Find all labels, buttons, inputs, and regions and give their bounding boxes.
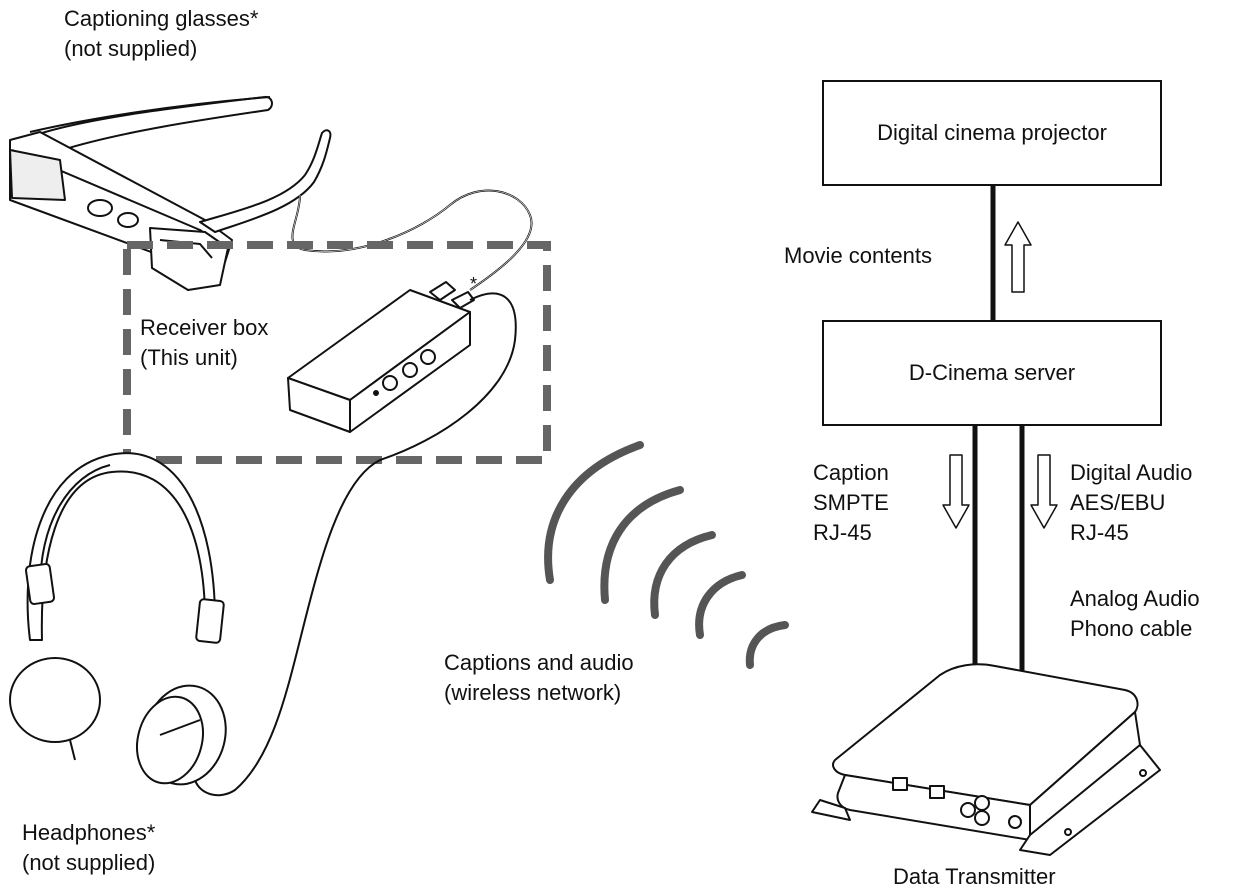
connector-asterisk: * bbox=[470, 274, 477, 294]
movie-contents-label: Movie contents bbox=[784, 243, 932, 268]
digital-audio-arrow-icon bbox=[1030, 454, 1058, 529]
captioning-glasses-note: (not supplied) bbox=[64, 36, 198, 61]
projector-box: Digital cinema projector bbox=[822, 80, 1162, 186]
server-label: D-Cinema server bbox=[908, 360, 1076, 385]
connection-lines bbox=[972, 185, 1025, 695]
receiver-box-icon bbox=[287, 281, 475, 433]
analog-audio-label: Analog Audio Phono cable bbox=[1070, 584, 1200, 644]
wireless-note: (wireless network) bbox=[444, 680, 622, 705]
digital-audio-line-1: Digital Audio bbox=[1070, 460, 1193, 485]
caption-label: Caption SMPTE RJ-45 bbox=[813, 458, 889, 548]
digital-audio-line-2: AES/EBU bbox=[1070, 490, 1166, 515]
wireless-title: Captions and audio bbox=[444, 650, 634, 675]
glasses-cable bbox=[291, 189, 533, 291]
receiver-dashed-outline bbox=[123, 241, 551, 464]
analog-audio-line-1: Analog Audio bbox=[1070, 586, 1200, 611]
receiver-box-label: Receiver box (This unit) bbox=[140, 313, 268, 373]
receiver-box-title: Receiver box bbox=[140, 315, 269, 340]
wireless-waves-icon bbox=[544, 441, 789, 669]
caption-line-2: SMPTE bbox=[813, 490, 889, 515]
data-transmitter-icon bbox=[811, 663, 1161, 856]
movie-contents-arrow-icon bbox=[1004, 221, 1032, 293]
captioning-glasses-title: Captioning glasses* bbox=[64, 6, 259, 31]
headphones-note: (not supplied) bbox=[22, 850, 156, 875]
headphones-title: Headphones* bbox=[22, 820, 156, 845]
captioning-glasses-icon bbox=[9, 95, 332, 291]
caption-line-1: Caption bbox=[813, 460, 889, 485]
headphones-label: Headphones* (not supplied) bbox=[22, 818, 155, 878]
receiver-box-note: (This unit) bbox=[140, 345, 238, 370]
captioning-glasses-label: Captioning glasses* (not supplied) bbox=[64, 4, 258, 64]
digital-audio-line-3: RJ-45 bbox=[1070, 520, 1129, 545]
projector-label: Digital cinema projector bbox=[877, 120, 1107, 145]
headphone-cable bbox=[194, 292, 517, 797]
wireless-label: Captions and audio (wireless network) bbox=[444, 648, 634, 708]
caption-arrow-icon bbox=[942, 454, 970, 529]
data-transmitter-label: Data Transmitter bbox=[893, 864, 1056, 889]
digital-audio-label: Digital Audio AES/EBU RJ-45 bbox=[1070, 458, 1192, 548]
server-box: D-Cinema server bbox=[822, 320, 1162, 426]
analog-audio-line-2: Phono cable bbox=[1070, 616, 1193, 641]
headphones-icon bbox=[9, 452, 227, 786]
caption-line-3: RJ-45 bbox=[813, 520, 872, 545]
